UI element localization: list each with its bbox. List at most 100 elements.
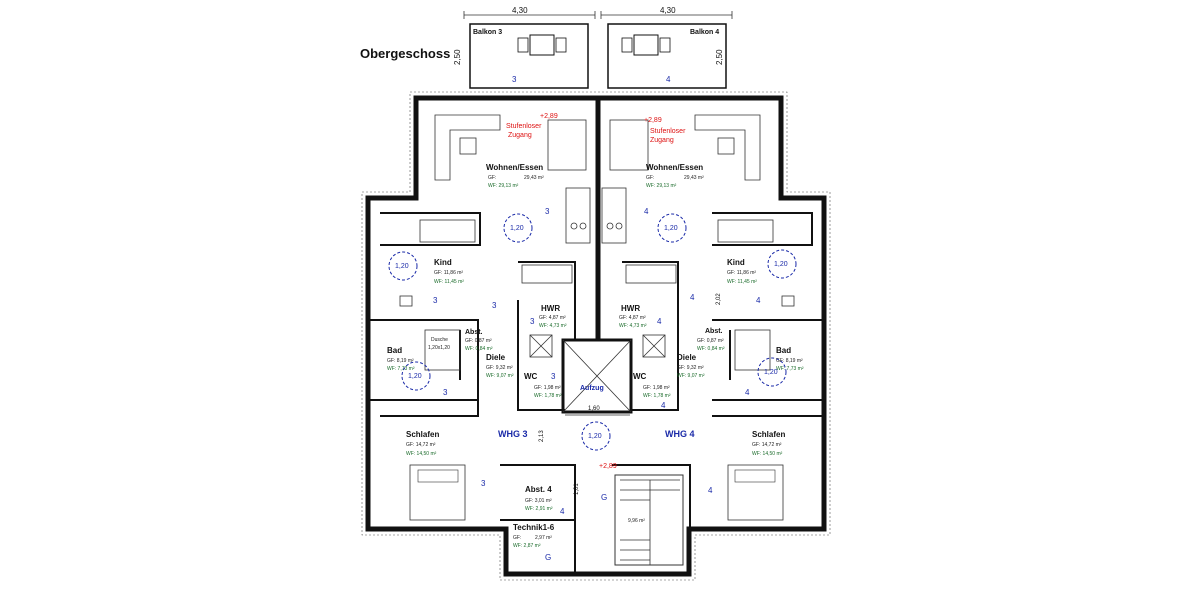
diele-unit-3: 3	[492, 301, 497, 310]
svg-text:3: 3	[545, 207, 550, 216]
diele-unit-4: 4	[690, 293, 695, 302]
door-dim-2: 1,01	[574, 483, 580, 495]
svg-text:GF: 0,87 m²: GF: 0,87 m²	[465, 338, 492, 344]
table-icon	[517, 34, 567, 56]
room-abst-3: Abst.	[465, 329, 483, 336]
balcony-3-depth: 2,50	[453, 49, 462, 65]
room-kind-4: Kind	[727, 258, 745, 267]
balcony-4-unit: 4	[666, 75, 671, 84]
staircase: 9,96 m² G	[601, 474, 684, 566]
svg-text:GF: 4,87 m²: GF: 4,87 m²	[539, 315, 566, 321]
svg-text:29,43 m²: 29,43 m²	[684, 175, 704, 181]
door-dim-1: 2,13	[539, 430, 545, 442]
balcony-3-label: Balkon 3	[473, 29, 502, 36]
svg-text:1,20: 1,20	[774, 261, 788, 268]
svg-text:WF: 4,73 m²: WF: 4,73 m²	[539, 323, 567, 329]
svg-text:GF: 8,19 m²: GF: 8,19 m²	[387, 358, 414, 364]
rooms-whg3: Wohnen/Essen GF: 29,43 m² WF: 29,13 m² 3…	[387, 113, 567, 488]
furniture-whg3	[399, 114, 591, 521]
svg-text:GF: 14,72 m²: GF: 14,72 m²	[406, 442, 436, 448]
elevator-width: 1,60	[588, 406, 600, 412]
room-technik: Technik1-6	[513, 523, 555, 532]
svg-text:4: 4	[657, 317, 662, 326]
svg-text:GF: 0,87 m²: GF: 0,87 m²	[697, 338, 724, 344]
svg-text:WF: 29,13 m²: WF: 29,13 m²	[488, 183, 519, 189]
floor-title: Obergeschoss	[360, 46, 451, 61]
unit-label-whg3: WHG 3	[498, 429, 528, 439]
svg-text:1,20: 1,20	[764, 369, 778, 376]
svg-text:3: 3	[530, 317, 535, 326]
svg-text:GF: 9,32 m²: GF: 9,32 m²	[486, 365, 513, 371]
outer-walls	[361, 91, 831, 581]
interior-walls	[370, 212, 822, 575]
shower-label: Dusche	[431, 337, 448, 343]
room-schlafen-3: Schlafen	[406, 430, 439, 439]
balcony-4-label: Balkon 4	[690, 29, 719, 36]
room-kind-3: Kind	[434, 258, 452, 267]
stair-unit: G	[601, 493, 607, 502]
step-free-label-4: Stufenloser	[650, 128, 686, 135]
balcony-4-width: 4,30	[660, 6, 676, 15]
room-schlafen-4: Schlafen	[752, 430, 785, 439]
room-wc-4: WC	[633, 372, 647, 381]
svg-text:1,20: 1,20	[664, 225, 678, 232]
svg-text:29,43 m²: 29,43 m²	[524, 175, 544, 181]
svg-text:4: 4	[756, 296, 761, 305]
balcony-3: 4,30 Balkon 3 3 2,50	[453, 6, 596, 89]
svg-text:1,20x1,20: 1,20x1,20	[428, 345, 450, 351]
furniture-whg4	[601, 114, 795, 521]
svg-text:WF: 7,73 m²: WF: 7,73 m²	[387, 366, 415, 372]
room-diele-3: Diele	[486, 353, 506, 362]
svg-text:GF:: GF:	[646, 175, 654, 181]
svg-text:WF: 11,45 m²: WF: 11,45 m²	[434, 279, 464, 285]
svg-text:GF: 11,86 m²: GF: 11,86 m²	[727, 270, 756, 276]
svg-text:4: 4	[644, 207, 649, 216]
room-diele-4: Diele	[677, 353, 697, 362]
svg-text:4: 4	[745, 388, 750, 397]
room-bad-4: Bad	[776, 346, 791, 355]
room-abst-4-common: Abst. 4	[525, 485, 552, 494]
svg-text:GF: 1,98 m²: GF: 1,98 m²	[534, 385, 561, 391]
level-3: +2,89	[540, 113, 558, 120]
svg-text:GF: 11,86 m²: GF: 11,86 m²	[434, 270, 463, 276]
svg-text:WF: 9,07 m²: WF: 9,07 m²	[486, 373, 514, 379]
svg-text:WF: 9,07 m²: WF: 9,07 m²	[677, 373, 705, 379]
svg-text:WF: 2,91 m²: WF: 2,91 m²	[525, 506, 553, 512]
svg-text:4: 4	[560, 507, 565, 516]
svg-text:GF: 4,87 m²: GF: 4,87 m²	[619, 315, 646, 321]
svg-text:3: 3	[551, 372, 556, 381]
svg-text:WF: 4,73 m²: WF: 4,73 m²	[619, 323, 647, 329]
svg-text:3: 3	[433, 296, 438, 305]
svg-text:1,20: 1,20	[510, 225, 524, 232]
svg-text:3: 3	[443, 388, 448, 397]
svg-text:WF: 14,50 m²: WF: 14,50 m²	[752, 451, 783, 457]
level-4: +2,89	[644, 117, 662, 124]
turning-circles: 1,20 1,20 1,20 1,20 1,20 1,20 1,20	[388, 213, 797, 451]
balcony-4: 4,30 Balkon 4 4 2,50	[600, 6, 733, 89]
balcony-4-depth: 2,50	[715, 49, 724, 65]
svg-text:2,97 m²: 2,97 m²	[535, 535, 552, 541]
svg-text:GF:: GF:	[488, 175, 496, 181]
svg-text:G: G	[545, 553, 551, 562]
svg-text:WF: 0,84 m²: WF: 0,84 m²	[697, 346, 725, 352]
svg-text:WF: 29,13 m²: WF: 29,13 m²	[646, 183, 677, 189]
room-wc-3: WC	[524, 372, 538, 381]
svg-text:GF: 14,72 m²: GF: 14,72 m²	[752, 442, 782, 448]
svg-text:1,20: 1,20	[395, 263, 409, 270]
svg-text:WF: 0,84 m²: WF: 0,84 m²	[465, 346, 493, 352]
svg-text:GF: 8,19 m²: GF: 8,19 m²	[776, 358, 803, 364]
room-abst-4: Abst.	[705, 328, 723, 335]
svg-text:WF: 11,45 m²: WF: 11,45 m²	[727, 279, 757, 285]
svg-text:GF:: GF:	[513, 535, 521, 541]
svg-text:Zugang: Zugang	[508, 132, 532, 139]
svg-text:WF: 14,50 m²: WF: 14,50 m²	[406, 451, 437, 457]
svg-text:4: 4	[661, 401, 666, 410]
svg-text:GF: 9,32 m²: GF: 9,32 m²	[677, 365, 704, 371]
rooms-whg4: Wohnen/Essen GF: 29,43 m² WF: 29,13 m² 4…	[619, 117, 804, 495]
room-wohnen-essen-3: Wohnen/Essen	[486, 163, 543, 172]
svg-text:WF: 1,78 m²: WF: 1,78 m²	[534, 393, 562, 399]
common-areas: Aufzug 1,60 Abst. 4 GF: 3,01 m² WF: 2,91…	[513, 293, 722, 562]
svg-text:WF: 2,87 m²: WF: 2,87 m²	[513, 543, 541, 549]
svg-text:GF: 1,98 m²: GF: 1,98 m²	[643, 385, 670, 391]
